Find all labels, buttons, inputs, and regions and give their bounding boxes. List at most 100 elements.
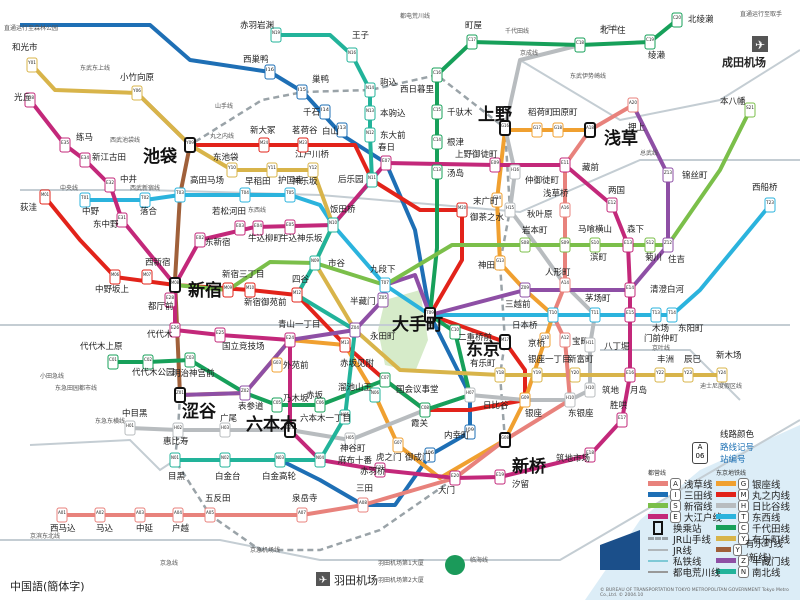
station-marker[interactable] [644,34,656,50]
station-marker[interactable] [141,269,153,285]
station-marker[interactable] [456,202,468,218]
station-marker[interactable] [431,67,443,83]
station-marker[interactable] [449,470,461,486]
station-marker[interactable] [349,322,361,338]
station-marker[interactable] [519,392,531,408]
station-marker[interactable] [364,105,376,121]
station-marker[interactable] [234,220,246,236]
station-marker[interactable] [624,307,636,323]
station-marker[interactable] [716,367,728,383]
station-marker[interactable] [650,307,662,323]
station-marker[interactable] [584,337,596,353]
station-marker[interactable] [284,187,296,203]
station-marker[interactable] [169,322,181,338]
station-marker[interactable] [366,172,378,188]
station-marker[interactable] [564,392,576,408]
station-marker[interactable] [297,137,309,153]
station-marker[interactable] [219,422,231,438]
station-marker[interactable] [244,282,256,298]
station-marker[interactable] [744,102,756,118]
station-marker[interactable] [131,85,143,101]
station-marker[interactable] [499,432,511,448]
station-marker[interactable] [222,282,234,298]
station-marker[interactable] [271,357,283,373]
station-marker[interactable] [79,152,91,168]
station-marker[interactable] [499,334,511,350]
station-marker[interactable] [364,82,376,98]
station-marker[interactable] [431,104,443,120]
station-marker[interactable] [357,497,369,513]
station-marker[interactable] [296,507,308,523]
station-marker[interactable] [104,177,116,193]
station-marker[interactable] [584,382,596,398]
station-marker[interactable] [552,122,564,138]
station-marker[interactable] [327,217,339,233]
station-marker[interactable] [184,352,196,368]
station-marker[interactable] [258,137,270,153]
station-marker[interactable] [464,387,476,403]
station-marker[interactable] [559,277,571,293]
station-marker[interactable] [559,332,571,348]
station-marker[interactable] [374,462,386,478]
station-marker[interactable] [319,104,331,120]
station-marker[interactable] [344,432,356,448]
station-marker[interactable] [169,277,181,293]
station-marker[interactable] [284,219,296,235]
station-marker[interactable] [339,409,351,425]
station-marker[interactable] [627,97,639,113]
station-marker[interactable] [616,412,628,428]
station-marker[interactable] [491,192,503,208]
station-marker[interactable] [654,367,666,383]
